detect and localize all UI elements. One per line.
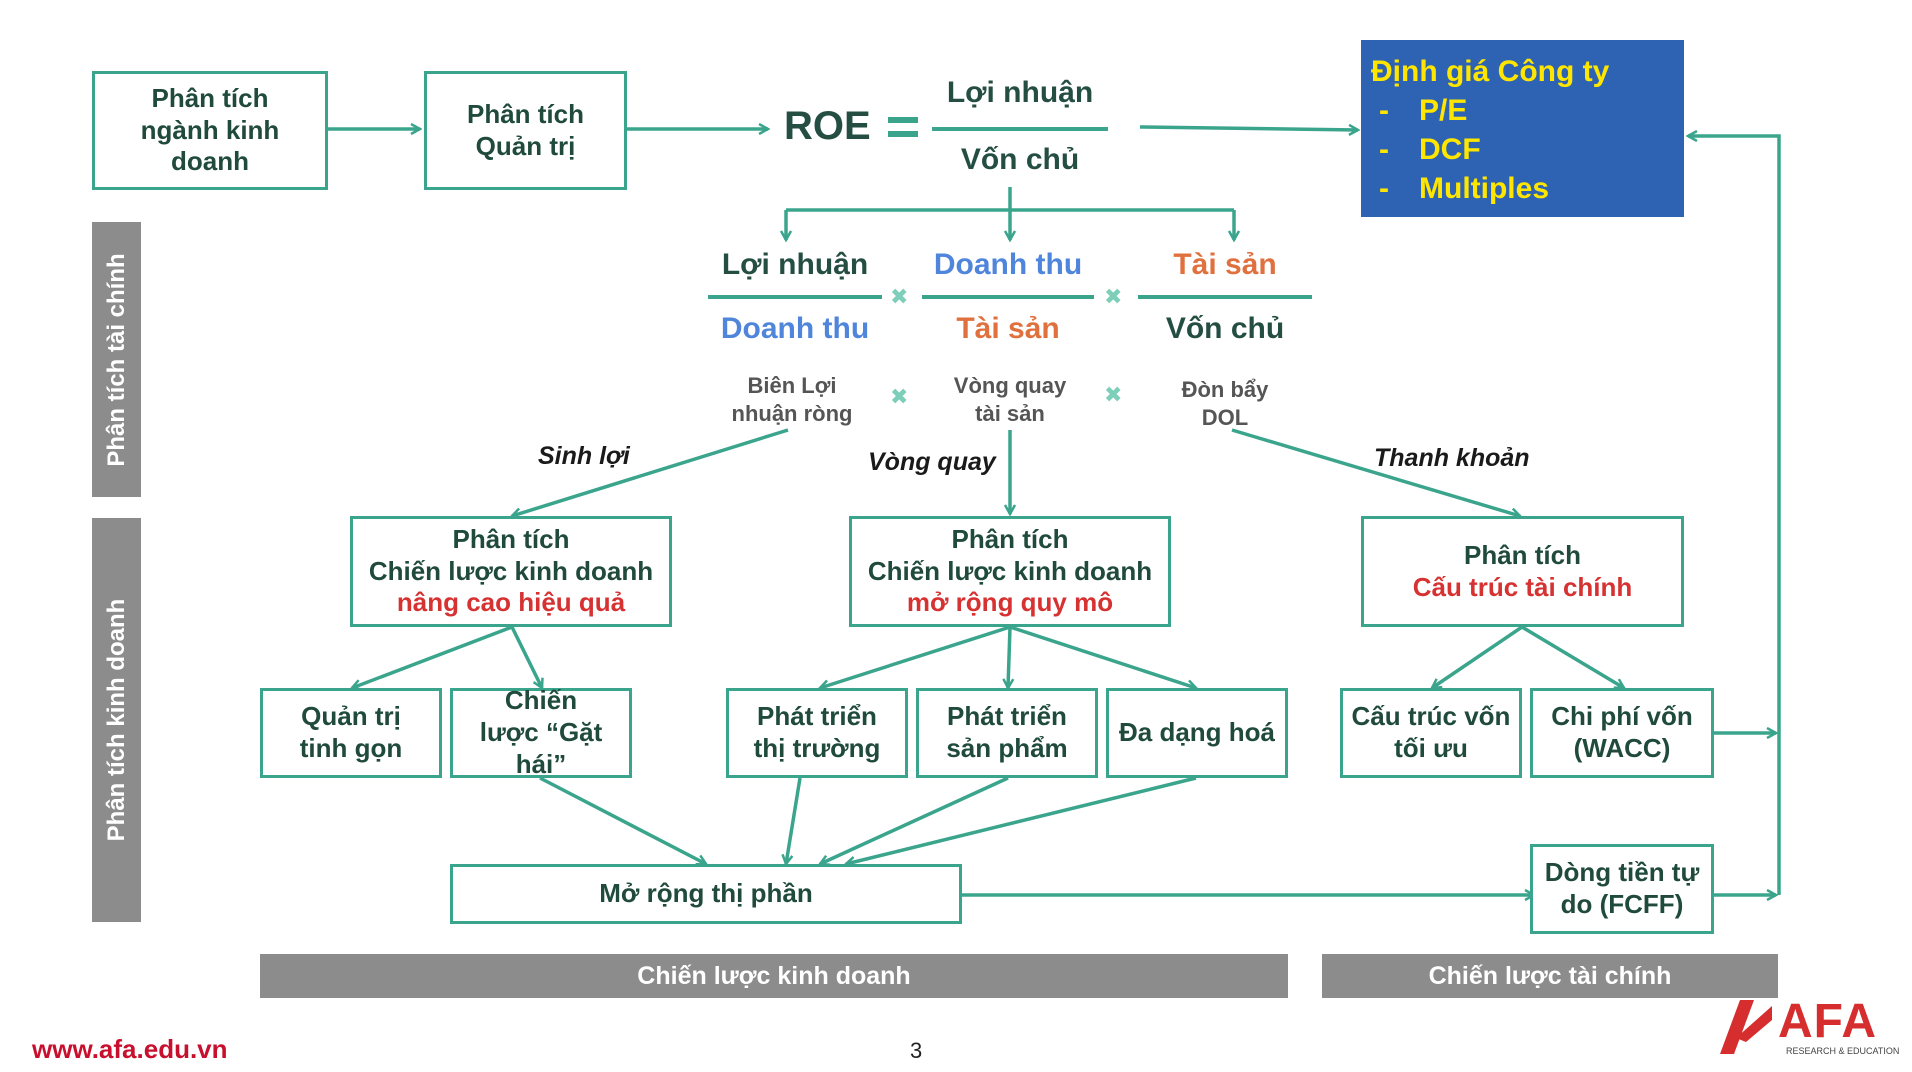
governance-analysis-box: Phân tích Quản trị [424, 71, 627, 190]
product-development-box: Phát triển sản phẩm [916, 688, 1098, 778]
diversification-label: Đa dạng hoá [1118, 717, 1275, 748]
fcff-box: Dòng tiền tự do (FCFF) [1530, 844, 1714, 934]
financial-structure-line2: Cấu trúc tài chính [1412, 571, 1633, 602]
product-development-label: Phát triển sản phẩm [946, 701, 1068, 763]
connector-right-loop [1688, 136, 1781, 895]
multiply-icon: ✖ [1104, 382, 1123, 407]
industry-analysis-box: Phân tích ngành kinh doanh [92, 71, 328, 190]
strategy-efficiency-line3: nâng cao hiệu quả [396, 587, 626, 618]
financial-strategy-bar: Chiến lược tài chính [1322, 954, 1778, 998]
strategy-scale-line3: mở rộng quy mô [906, 587, 1114, 618]
market-share-box: Mở rộng thị phần [450, 864, 962, 924]
strategy-efficiency-box: Phân tích Chiến lược kinh doanh nâng cao… [350, 516, 672, 627]
optimal-capital-box: Cấu trúc vốn tối ưu [1340, 688, 1522, 778]
valuation-item-dcf: -DCF [1379, 133, 1481, 166]
dupont-assets-numerator: Tài sản [1173, 248, 1277, 281]
market-share-label: Mở rộng thị phần [599, 878, 813, 909]
strategy-scale-line1: Phân tích [951, 523, 1069, 554]
roe-denominator: Vốn chủ [960, 143, 1080, 176]
business-strategy-bar: Chiến lược kinh doanh [260, 954, 1288, 998]
strategy-scale-box: Phân tích Chiến lược kinh doanh mở rộng … [849, 516, 1171, 627]
sidebar-financial-analysis: Phân tích tài chính [92, 222, 141, 497]
wacc-box: Chi phí vốn (WACC) [1530, 688, 1714, 778]
dupont-revenue-denominator: Doanh thu [720, 312, 870, 345]
label-turnover: Vòng quay [868, 448, 996, 476]
wacc-label: Chi phí vốn (WACC) [1551, 701, 1693, 763]
roe-label: ROE [784, 104, 871, 148]
valuation-item-pe: -P/E [1379, 94, 1468, 127]
page-number: 3 [910, 1038, 923, 1063]
logo-mark-icon [1720, 1000, 1772, 1054]
harvest-strategy-box: Chiến lược “Gặt hái” [450, 685, 632, 779]
strategy-efficiency-line2: Chiến lược kinh doanh [368, 555, 654, 586]
fcff-label: Dòng tiền tự do (FCFF) [1544, 857, 1700, 919]
dupont-equity-denominator: Vốn chủ [1165, 312, 1285, 345]
valuation-box: Định giá Công ty -P/E -DCF -Multiples [1361, 40, 1684, 217]
valuation-title: Định giá Công ty [1371, 55, 1610, 88]
optimal-capital-label: Cấu trúc vốn tối ưu [1351, 701, 1511, 763]
ratio-net-margin: Biên Lợi nhuận ròng [731, 373, 853, 426]
arrow-roe-valuation [1139, 127, 1358, 130]
lean-management-label: Quản trị tinh gọn [299, 701, 403, 763]
roe-numerator: Lợi nhuận [946, 76, 1094, 109]
logo-text: AFA [1778, 995, 1877, 1048]
financial-structure-line1: Phân tích [1463, 539, 1581, 570]
valuation-item-multiples: -Multiples [1379, 172, 1550, 205]
arrow-liquidity [1231, 428, 1520, 516]
market-development-box: Phát triển thị trường [726, 688, 908, 778]
label-profitability: Sinh lợi [538, 442, 630, 470]
multiply-icon: ✖ [1104, 284, 1123, 309]
multiply-icon: ✖ [890, 284, 909, 309]
strategy-efficiency-line1: Phân tích [452, 523, 570, 554]
industry-analysis-label: Phân tích ngành kinh doanh [140, 82, 280, 177]
harvest-strategy-label: Chiến lược “Gặt hái” [479, 685, 603, 779]
website-link[interactable]: www.afa.edu.vn [32, 1034, 228, 1064]
arrow-profit [512, 428, 789, 516]
dupont-assets-denominator: Tài sản [956, 312, 1060, 345]
ratio-leverage: Đòn bẩy DOL [1181, 377, 1269, 430]
financial-structure-box: Phân tích Cấu trúc tài chính [1361, 516, 1684, 627]
diversification-box: Đa dạng hoá [1106, 688, 1288, 778]
ratio-asset-turnover: Vòng quay tài sản [953, 373, 1067, 426]
dupont-revenue-numerator: Doanh thu [933, 248, 1083, 281]
multiply-icon: ✖ [890, 384, 909, 409]
market-development-label: Phát triển thị trường [753, 701, 881, 763]
lean-management-box: Quản trị tinh gọn [260, 688, 442, 778]
governance-analysis-label: Phân tích Quản trị [466, 98, 584, 161]
sidebar-business-analysis: Phân tích kinh doanh [92, 518, 141, 922]
label-liquidity: Thanh khoản [1374, 444, 1530, 472]
business-strategy-label: Chiến lược kinh doanh [637, 961, 911, 990]
dupont-profit-numerator: Lợi nhuận [721, 248, 869, 281]
strategy-scale-line2: Chiến lược kinh doanh [867, 555, 1153, 586]
afa-logo: AFA RESEARCH & EDUCATION [1716, 998, 1906, 1060]
financial-strategy-label: Chiến lược tài chính [1428, 961, 1672, 990]
logo-subtext: RESEARCH & EDUCATION [1786, 1046, 1900, 1056]
